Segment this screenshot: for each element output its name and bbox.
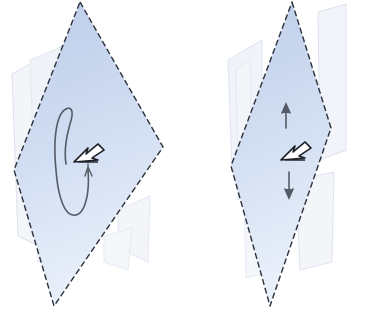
panel-rotate [12, 2, 163, 306]
panel-move [228, 2, 346, 306]
